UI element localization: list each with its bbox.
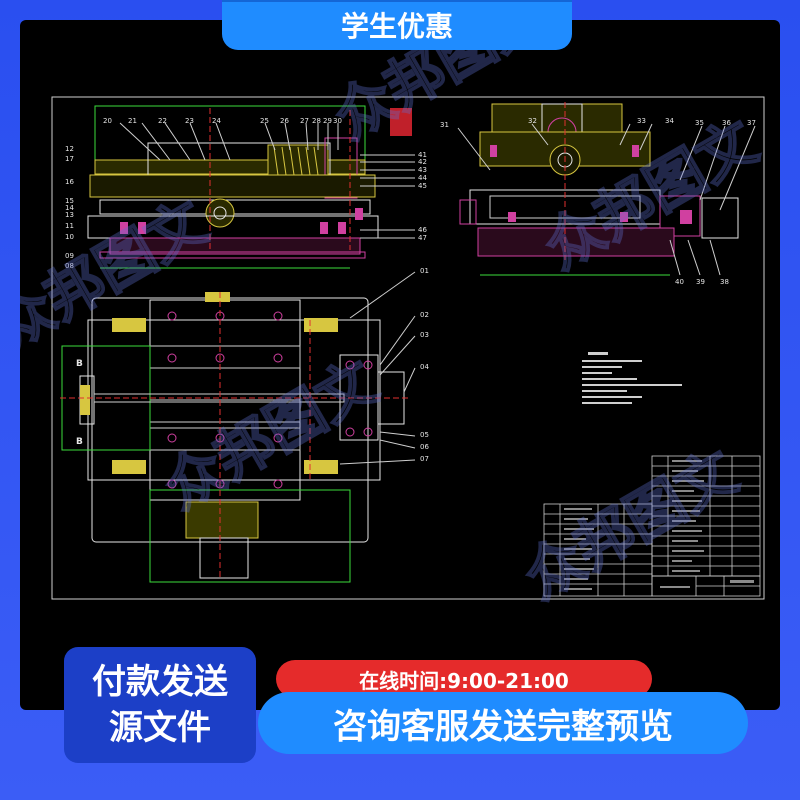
part-number-label: 24 xyxy=(212,117,221,125)
part-number-label: 34 xyxy=(665,117,674,125)
part-number-label: 12 xyxy=(65,145,74,153)
part-number-label: 37 xyxy=(747,119,756,127)
front-bolts xyxy=(120,208,363,234)
part-number-label: 45 xyxy=(418,182,427,190)
part-number-label: 26 xyxy=(280,117,289,125)
front-spring xyxy=(273,146,319,176)
part-number-label: 23 xyxy=(185,117,194,125)
part-number-label: 41 xyxy=(418,151,427,159)
cad-drawing: 20 21 22 23 24 25 26 27 28 29 30 12 17 1… xyxy=(20,20,769,613)
plan-motor xyxy=(199,537,249,579)
part-number-label: 43 xyxy=(418,166,427,174)
part-number-label: 28 xyxy=(312,117,321,125)
side-view: 31 32 33 34 35 36 37 40 39 38 xyxy=(440,102,756,286)
section-label: B xyxy=(76,359,83,369)
student-discount-banner: 学生优惠 xyxy=(222,0,572,50)
side-motor-mount xyxy=(659,195,701,237)
part-number-label: 36 xyxy=(722,119,731,127)
side-top-block xyxy=(491,103,623,133)
part-number-label: 06 xyxy=(420,443,429,451)
part-number-label: 31 xyxy=(440,121,449,129)
technical-notes xyxy=(582,352,682,404)
front-lower-plate xyxy=(99,199,371,215)
front-leadscrew-boss xyxy=(205,198,235,228)
part-number-label: 47 xyxy=(418,234,427,242)
badge-line-1: 付款发送 xyxy=(92,662,228,702)
front-right-housing xyxy=(324,137,358,199)
payment-source-file-badge: 付款发送 源文件 xyxy=(64,647,256,763)
watermark-layer: 众邦图文 众邦图文 众邦图文 众邦图文 众邦图文 xyxy=(20,20,769,613)
part-number-label: 02 xyxy=(420,311,429,319)
part-number-label: 10 xyxy=(65,233,74,241)
part-number-label: 17 xyxy=(65,155,74,163)
part-number-label: 13 xyxy=(65,211,74,219)
part-number-label: 07 xyxy=(420,455,429,463)
part-number-label: 32 xyxy=(528,117,537,125)
part-number-label: 20 xyxy=(103,117,112,125)
part-number-label: 16 xyxy=(65,178,74,186)
part-number-label: 11 xyxy=(65,222,74,230)
part-number-label: 09 xyxy=(65,252,74,260)
front-view: 20 21 22 23 24 25 26 27 28 29 30 12 17 1… xyxy=(65,105,427,270)
part-number-label: 04 xyxy=(420,363,429,371)
side-base-magenta xyxy=(477,227,675,257)
part-number-label: 35 xyxy=(695,119,704,127)
online-hours-pill: 在线时间:9:00-21:00 xyxy=(276,660,652,698)
part-number-label: 40 xyxy=(675,278,684,286)
parts-list xyxy=(543,455,761,597)
side-motor xyxy=(701,197,739,239)
watermark-text: 众邦图文 xyxy=(20,187,218,362)
part-number-label: 22 xyxy=(158,117,167,125)
part-number-label: 38 xyxy=(720,278,729,286)
front-red-block xyxy=(390,108,412,136)
part-number-label: 08 xyxy=(65,262,74,270)
part-number-label: 14 xyxy=(65,204,74,212)
part-number-label: 15 xyxy=(65,197,74,205)
part-number-label: 27 xyxy=(300,117,309,125)
part-number-label: 39 xyxy=(696,278,705,286)
drawing-border xyxy=(51,96,765,600)
part-number-label: 30 xyxy=(333,117,342,125)
part-number-label: 42 xyxy=(418,158,427,166)
plan-motor-flange xyxy=(185,501,259,539)
part-number-label: 01 xyxy=(420,267,429,275)
parts-list-text xyxy=(564,460,754,590)
part-number-label: 21 xyxy=(128,117,137,125)
part-number-label: 25 xyxy=(260,117,269,125)
front-middle-plate xyxy=(89,174,376,198)
part-number-label: 05 xyxy=(420,431,429,439)
plan-view: 01 02 03 04 05 06 07 B B xyxy=(60,267,429,583)
section-label: B xyxy=(76,437,83,447)
part-number-label: 03 xyxy=(420,331,429,339)
plan-bottom-green xyxy=(149,489,351,583)
part-number-label: 46 xyxy=(418,226,427,234)
plan-top-tab xyxy=(205,292,230,302)
part-number-label: 44 xyxy=(418,174,427,182)
cad-drawing-canvas: 20 21 22 23 24 25 26 27 28 29 30 12 17 1… xyxy=(20,20,780,710)
badge-line-2: 源文件 xyxy=(109,708,211,748)
front-base-magenta xyxy=(109,237,361,255)
contact-service-cta[interactable]: 咨询客服发送完整预览 xyxy=(258,692,748,754)
part-number-label: 29 xyxy=(323,117,332,125)
part-number-label: 33 xyxy=(637,117,646,125)
